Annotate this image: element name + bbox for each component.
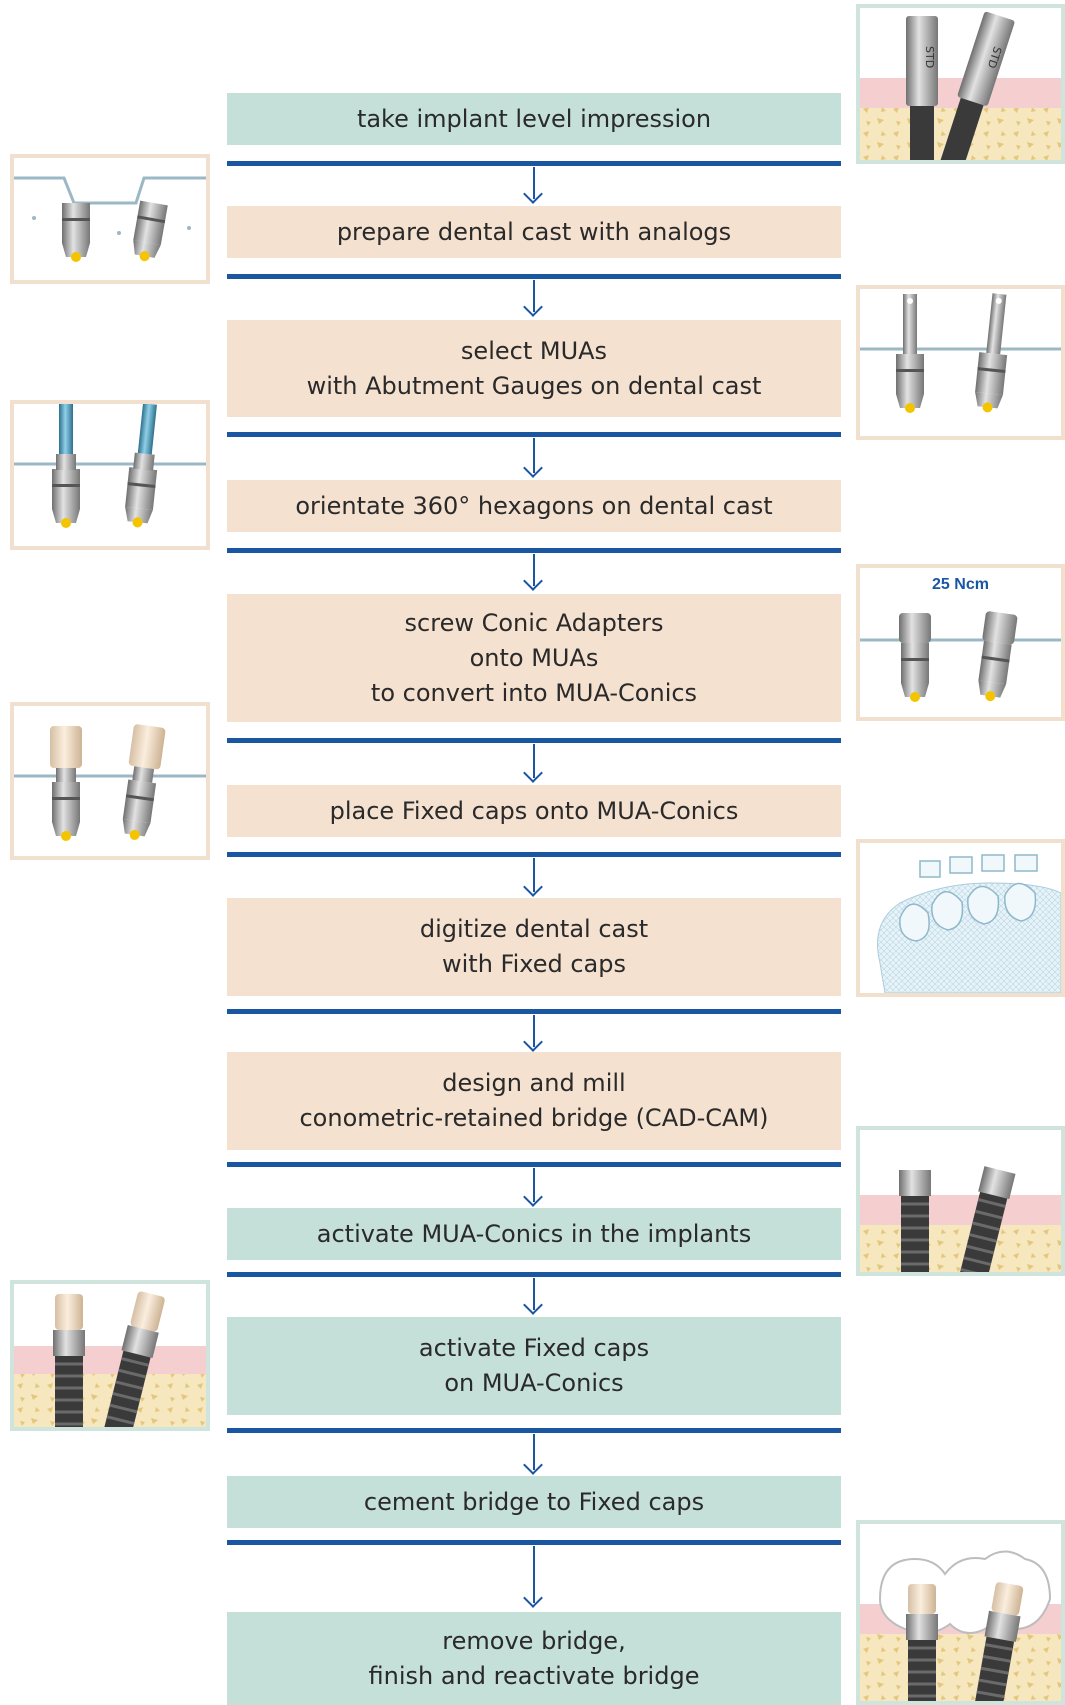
step-activate-fixed-caps: activate Fixed caps on MUA-Conics (227, 1317, 841, 1415)
separator-line (227, 1540, 841, 1545)
step-text: activate Fixed caps (419, 1331, 649, 1366)
separator-line (227, 161, 841, 166)
step-prepare-cast: prepare dental cast with analogs (227, 206, 841, 258)
abutment-gauge-image (856, 285, 1065, 440)
separator-line (227, 1272, 841, 1277)
digital-scan-image (856, 839, 1065, 997)
separator-line (227, 274, 841, 279)
step-text: conometric-retained bridge (CAD-CAM) (299, 1101, 768, 1136)
step-text: prepare dental cast with analogs (337, 215, 731, 250)
step-take-impression: take implant level impression (227, 93, 841, 145)
step-text: with Abutment Gauges on dental cast (307, 369, 762, 404)
separator-line (227, 1428, 841, 1433)
step-orientate-hexagons: orientate 360° hexagons on dental cast (227, 480, 841, 532)
impression-coping-image: STD STD (856, 4, 1065, 164)
analog-cast-image (10, 154, 210, 284)
separator-line (227, 1009, 841, 1014)
fixed-caps-cast-image (10, 702, 210, 860)
torque-label: 25 Ncm (860, 576, 1061, 594)
coping-label: STD (923, 46, 936, 68)
step-text: on MUA-Conics (444, 1366, 623, 1401)
step-place-fixed-caps: place Fixed caps onto MUA-Conics (227, 785, 841, 837)
step-text: to convert into MUA-Conics (371, 676, 697, 711)
separator-line (227, 852, 841, 857)
step-text: onto MUAs (470, 641, 599, 676)
step-cement-bridge: cement bridge to Fixed caps (227, 1476, 841, 1528)
mua-conic-implant-image (856, 1126, 1065, 1276)
step-text: with Fixed caps (442, 947, 626, 982)
separator-line (227, 738, 841, 743)
step-screw-conic-adapters: screw Conic Adapters onto MUAs to conver… (227, 594, 841, 722)
fixed-caps-implant-image (10, 1280, 210, 1431)
step-design-mill: design and mill conometric-retained brid… (227, 1052, 841, 1150)
step-text: select MUAs (461, 334, 607, 369)
step-text: screw Conic Adapters (405, 606, 664, 641)
step-text: design and mill (442, 1066, 625, 1101)
conic-adapter-torque-image: 25 Ncm (856, 564, 1065, 721)
separator-line (227, 432, 841, 437)
step-remove-bridge: remove bridge, finish and reactivate bri… (227, 1612, 841, 1705)
step-text: finish and reactivate bridge (369, 1659, 700, 1694)
step-text: remove bridge, (442, 1624, 625, 1659)
step-activate-mua-conics: activate MUA-Conics in the implants (227, 1208, 841, 1260)
hexagon-orientation-image (10, 400, 210, 550)
step-text: activate MUA-Conics in the implants (317, 1217, 751, 1252)
step-text: digitize dental cast (420, 912, 648, 947)
bridge-implant-image (856, 1520, 1065, 1705)
step-text: cement bridge to Fixed caps (364, 1485, 704, 1520)
step-text: place Fixed caps onto MUA-Conics (330, 794, 739, 829)
step-select-muas: select MUAs with Abutment Gauges on dent… (227, 320, 841, 417)
separator-line (227, 1162, 841, 1167)
step-digitize-cast: digitize dental cast with Fixed caps (227, 898, 841, 996)
step-text: take implant level impression (357, 102, 711, 137)
separator-line (227, 548, 841, 553)
step-text: orientate 360° hexagons on dental cast (295, 489, 772, 524)
